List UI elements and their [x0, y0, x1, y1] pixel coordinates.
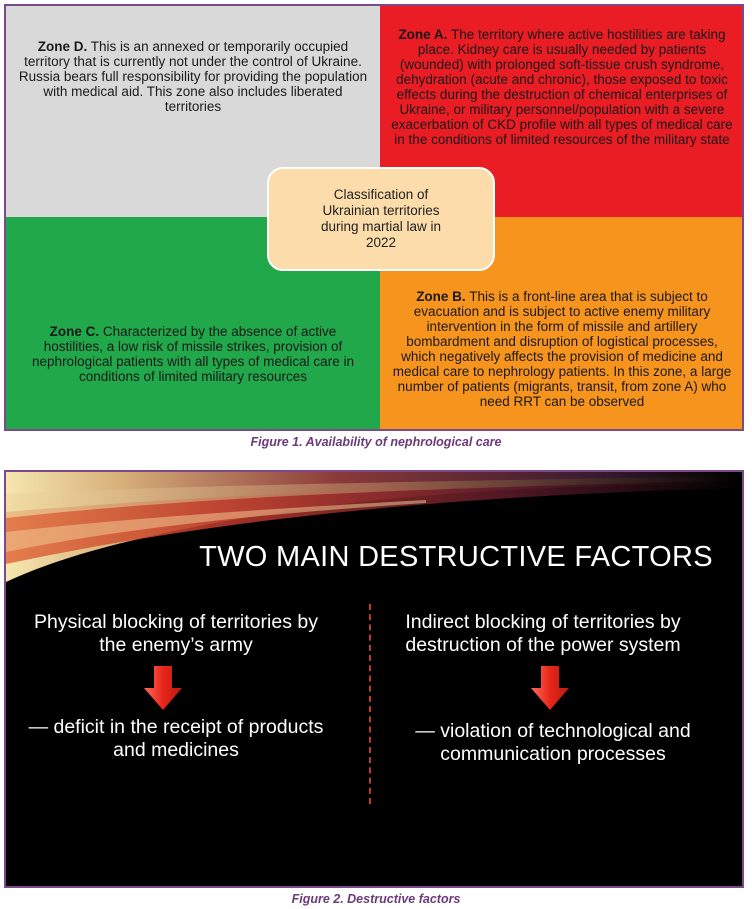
left-factor-heading: Physical blocking of territories by the …: [34, 611, 318, 656]
zone-d-description: This is an annexed or temporarily occupi…: [18, 39, 368, 114]
decorative-swoosh: [6, 472, 742, 592]
zone-d-panel: Zone D. This is an annexed or temporaril…: [6, 6, 380, 217]
right-factor-heading: Indirect blocking of territories by dest…: [405, 611, 681, 656]
down-arrow-icon: [531, 666, 569, 710]
right-factor-consequence: — violation of technological and communi…: [415, 720, 691, 765]
figure-1-caption: Figure 1. Availability of nephrological …: [250, 435, 502, 449]
classification-label: Classification of Ukrainian territories …: [320, 187, 442, 250]
zone-a-title: Zone A.: [398, 26, 448, 42]
zone-b-text: Zone B. This is a front-line area that i…: [392, 289, 732, 409]
zone-d-title: Zone D.: [37, 39, 88, 54]
left-factor-consequence: — deficit in the receipt of products and…: [28, 716, 324, 761]
figure-2-caption: Figure 2. Destructive factors: [291, 892, 461, 906]
figure-2-slide: TWO MAIN DESTRUCTIVE FACTORS Physical bl…: [4, 470, 744, 888]
zone-b-description: This is a front-line area that is subjec…: [392, 289, 732, 409]
zone-c-title: Zone C.: [49, 324, 100, 339]
zone-a-text: Zone A. The territory where active hosti…: [390, 27, 734, 147]
down-arrow-icon: [144, 666, 182, 710]
zone-d-text: Zone D. This is an annexed or temporaril…: [18, 39, 368, 114]
zone-a-description: The territory where active hostilities a…: [391, 26, 733, 147]
zone-c-description: Characterized by the absence of active h…: [32, 324, 354, 384]
zone-c-text: Zone C. Characterized by the absence of …: [24, 324, 362, 384]
zone-b-title: Zone B.: [416, 289, 466, 304]
column-divider: [369, 604, 371, 804]
slide-title: TWO MAIN DESTRUCTIVE FACTORS: [199, 541, 713, 573]
figure-1-diagram: Zone D. This is an annexed or temporaril…: [4, 4, 744, 431]
zone-b-panel: Zone B. This is a front-line area that i…: [380, 217, 742, 429]
classification-center-box: Classification of Ukrainian territories …: [267, 167, 495, 271]
